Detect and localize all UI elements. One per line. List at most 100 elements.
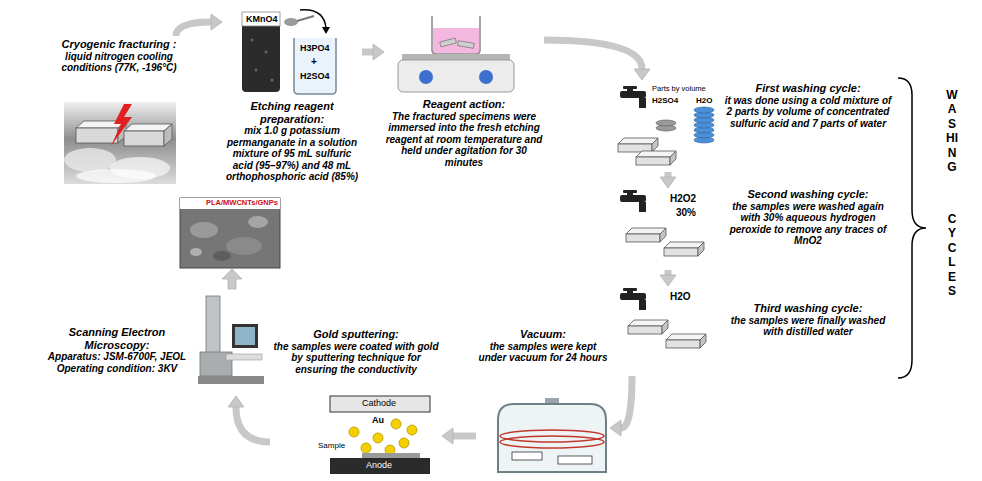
process-step: Vacuum:the samples were kept under vacuu… [476,326,610,478]
flow-arrow [362,44,384,60]
second-wash-illustration [620,190,646,212]
step-description: mix 1.0 g potassium permanganate in a so… [222,125,362,183]
etching-illustration [255,69,258,72]
sem-micrograph [190,222,218,238]
sem-micrograph [180,198,280,268]
arrow-head [660,177,676,188]
step-heading: Etching reagent preparation: [222,100,362,125]
flow-arrow [544,40,650,80]
illustration-label: PLA/MWCNTs/GNPs [206,199,278,207]
illustration-label: Au [372,416,384,425]
cryogenic-illustration [124,131,164,146]
hotplate-illustration [398,16,514,92]
hotplate-illustration [402,54,510,60]
arrow-shaft [362,49,373,56]
step-caption: Third washing cycle:the samples were fin… [724,302,892,338]
cryogenic-illustration [64,102,176,184]
sputtering-illustration [399,438,409,448]
process-step: Etching reagent preparation:mix 1.0 g po… [222,6,362,196]
hotplate-illustration [479,70,493,84]
step-description: the samples were kept under vacuum for 2… [476,341,610,364]
arrow-head [442,428,453,444]
arrow-shaft [544,40,642,69]
step-heading: Gold sputtering: [270,328,442,341]
sem-apparatus-illustration [198,376,264,384]
step-caption: Scanning Electron Microscopy:Apparatus: … [38,326,196,374]
illustration-label: H2O [670,292,691,302]
illustration-label: KMnO4 [246,15,278,24]
sputtering-illustration [361,443,371,453]
step-description: the samples were washed again with 30% a… [724,201,892,247]
sem-micrograph [180,198,280,209]
arrow-head [228,396,244,407]
sputtering-illustration [349,427,359,437]
etching-illustration [300,10,326,28]
process-step: Reagent action:The fractured specimens w… [384,6,544,182]
process-step: Second washing cycle:the samples were wa… [612,188,894,270]
first-wash-illustration [618,138,658,152]
step-description: the samples were coated with gold by spu… [270,341,442,376]
sputtering-illustration [330,458,430,474]
third-wash-illustration [620,288,706,348]
hotplate-illustration [419,70,433,84]
first-wash-illustration [620,86,646,108]
arrow-head [610,420,621,436]
hotplate-illustration [440,38,457,47]
desiccator-illustration [498,398,606,472]
arrow-shaft [236,407,270,442]
step-description: liquid nitrogen cooling conditions (77K,… [46,51,192,74]
sputtering-illustration [407,425,417,435]
flow-arrow [176,14,222,36]
hotplate-illustration [432,16,480,54]
desiccator-illustration [498,404,606,472]
etching-illustration [242,12,280,92]
first-wash-illustration [636,151,676,165]
step-description: it was done using a cold mixture of 2 pa… [724,95,892,130]
step-description: The fractured specimens were immersed in… [384,111,544,169]
sem-apparatus-illustration [226,354,262,360]
arrow-shaft [453,433,476,440]
third-wash-illustration [628,320,668,334]
step-description: Operating condition: 3KV [38,363,196,375]
sputtering-illustration [330,396,430,474]
process-step: Gold sputtering:the samples were coated … [270,326,442,478]
step-heading: Second washing cycle: [724,188,892,201]
step-description: the samples were finally washed with dis… [724,315,892,338]
illustration-label: H2SO4 [652,97,678,105]
step-heading: Third washing cycle: [724,302,892,315]
flow-arrow [442,428,476,444]
hotplate-illustration [433,28,479,53]
step-caption: First washing cycle:it was done using a … [724,82,892,129]
desiccator-illustration [512,452,542,460]
process-step: Scanning Electron Microscopy:Apparatus: … [38,288,264,396]
second-wash-illustration [664,242,704,256]
step-heading: Vacuum: [476,328,610,341]
sputtering-illustration [373,433,383,443]
illustration-label: Cathode [362,399,396,408]
cryogenic-illustration [164,124,172,146]
sem-micrograph [248,216,268,228]
process-step: Third washing cycle:the samples were fin… [612,286,894,376]
step-caption: Cryogenic fracturing :liquid nitrogen co… [46,38,192,74]
second-wash-illustration [626,228,666,242]
sputtering-illustration [362,453,420,458]
illustration-label: 30% [676,208,696,218]
illustration-label: Parts by volume [652,85,706,93]
step-caption: Reagent action:The fractured specimens w… [384,98,544,168]
illustration-label: H3PO4 [300,44,330,53]
vertical-label: CYCLES [946,212,958,298]
sem-micrograph [190,248,202,256]
step-heading: First washing cycle: [724,82,892,95]
step-caption: Second washing cycle:the samples were wa… [724,188,892,247]
step-heading: Cryogenic fracturing : [46,38,192,51]
etching-illustration [297,16,314,21]
arrow-head [373,44,384,60]
illustration-label: H2O [696,97,712,105]
illustration-label: + [311,57,317,67]
illustration-label: H2SO4 [300,72,330,81]
second-wash-illustration [620,190,704,256]
sem-apparatus-illustration [232,324,258,348]
first-wash-illustration [656,120,676,126]
third-wash-illustration [666,334,706,348]
sem-micrograph [213,251,231,261]
